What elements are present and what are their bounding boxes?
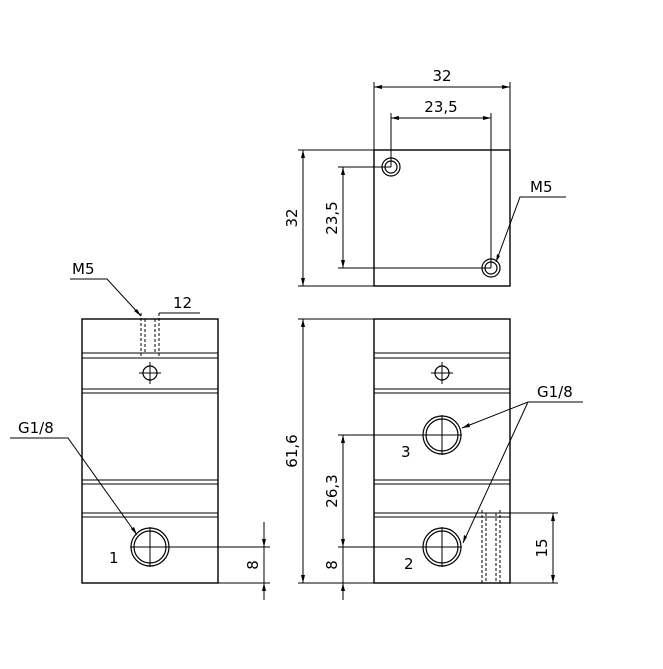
top-thread-label: M5 [530, 178, 553, 196]
arrowhead [341, 539, 345, 547]
front-port-3-number: 3 [401, 443, 411, 461]
arrowhead [551, 513, 555, 521]
arrowhead [301, 319, 305, 327]
front-port-thread-label: G1/8 [537, 383, 573, 401]
left-offset-label: 8 [244, 560, 262, 570]
arrowhead [391, 116, 399, 120]
leader-top-thread [495, 196, 566, 263]
arrowhead [131, 527, 137, 535]
arrowhead [341, 583, 345, 591]
arrowhead [462, 423, 470, 428]
left-view-outline [81, 318, 219, 584]
top-view: 32 23,5 32 23,5 M5 [283, 67, 566, 287]
arrowhead [301, 150, 305, 158]
leader-front-port-2 [462, 401, 529, 544]
arrowhead [483, 116, 491, 120]
leader-left-thread [70, 278, 142, 317]
arrowhead [463, 535, 467, 543]
top-hole-spacing-h-label: 23,5 [424, 98, 457, 116]
leader-left-port [10, 437, 138, 536]
top-hole-spacing-v-label: 23,5 [323, 201, 341, 234]
top-height-label: 32 [283, 208, 301, 227]
left-depth-label: 12 [173, 294, 192, 312]
top-width-label: 32 [432, 67, 451, 85]
front-view: 3 2 G1/8 61,6 26,3 8 [283, 318, 583, 600]
left-port-thread-label: G1/8 [18, 419, 54, 437]
arrowhead [341, 167, 345, 175]
front-view-outline [373, 318, 511, 584]
front-port-2-number: 2 [404, 555, 414, 573]
front-offset-label: 8 [323, 560, 341, 570]
top-view-outline [373, 149, 511, 287]
front-side-depth-label: 15 [533, 538, 551, 557]
left-view: 1 M5 12 G1/8 8 [10, 260, 270, 600]
arrowhead [551, 575, 555, 583]
arrowhead [262, 539, 266, 547]
left-thread-label: M5 [72, 260, 95, 278]
arrowhead [301, 278, 305, 286]
arrowhead [502, 85, 510, 89]
arrowhead [301, 575, 305, 583]
arrowhead [134, 309, 141, 316]
front-port-spacing-label: 26,3 [323, 474, 341, 507]
arrowhead [496, 254, 500, 262]
arrowhead [262, 583, 266, 591]
arrowhead [374, 85, 382, 89]
arrowhead [341, 260, 345, 268]
arrowhead [341, 435, 345, 443]
left-port-number: 1 [109, 549, 119, 567]
front-height-label: 61,6 [283, 434, 301, 467]
